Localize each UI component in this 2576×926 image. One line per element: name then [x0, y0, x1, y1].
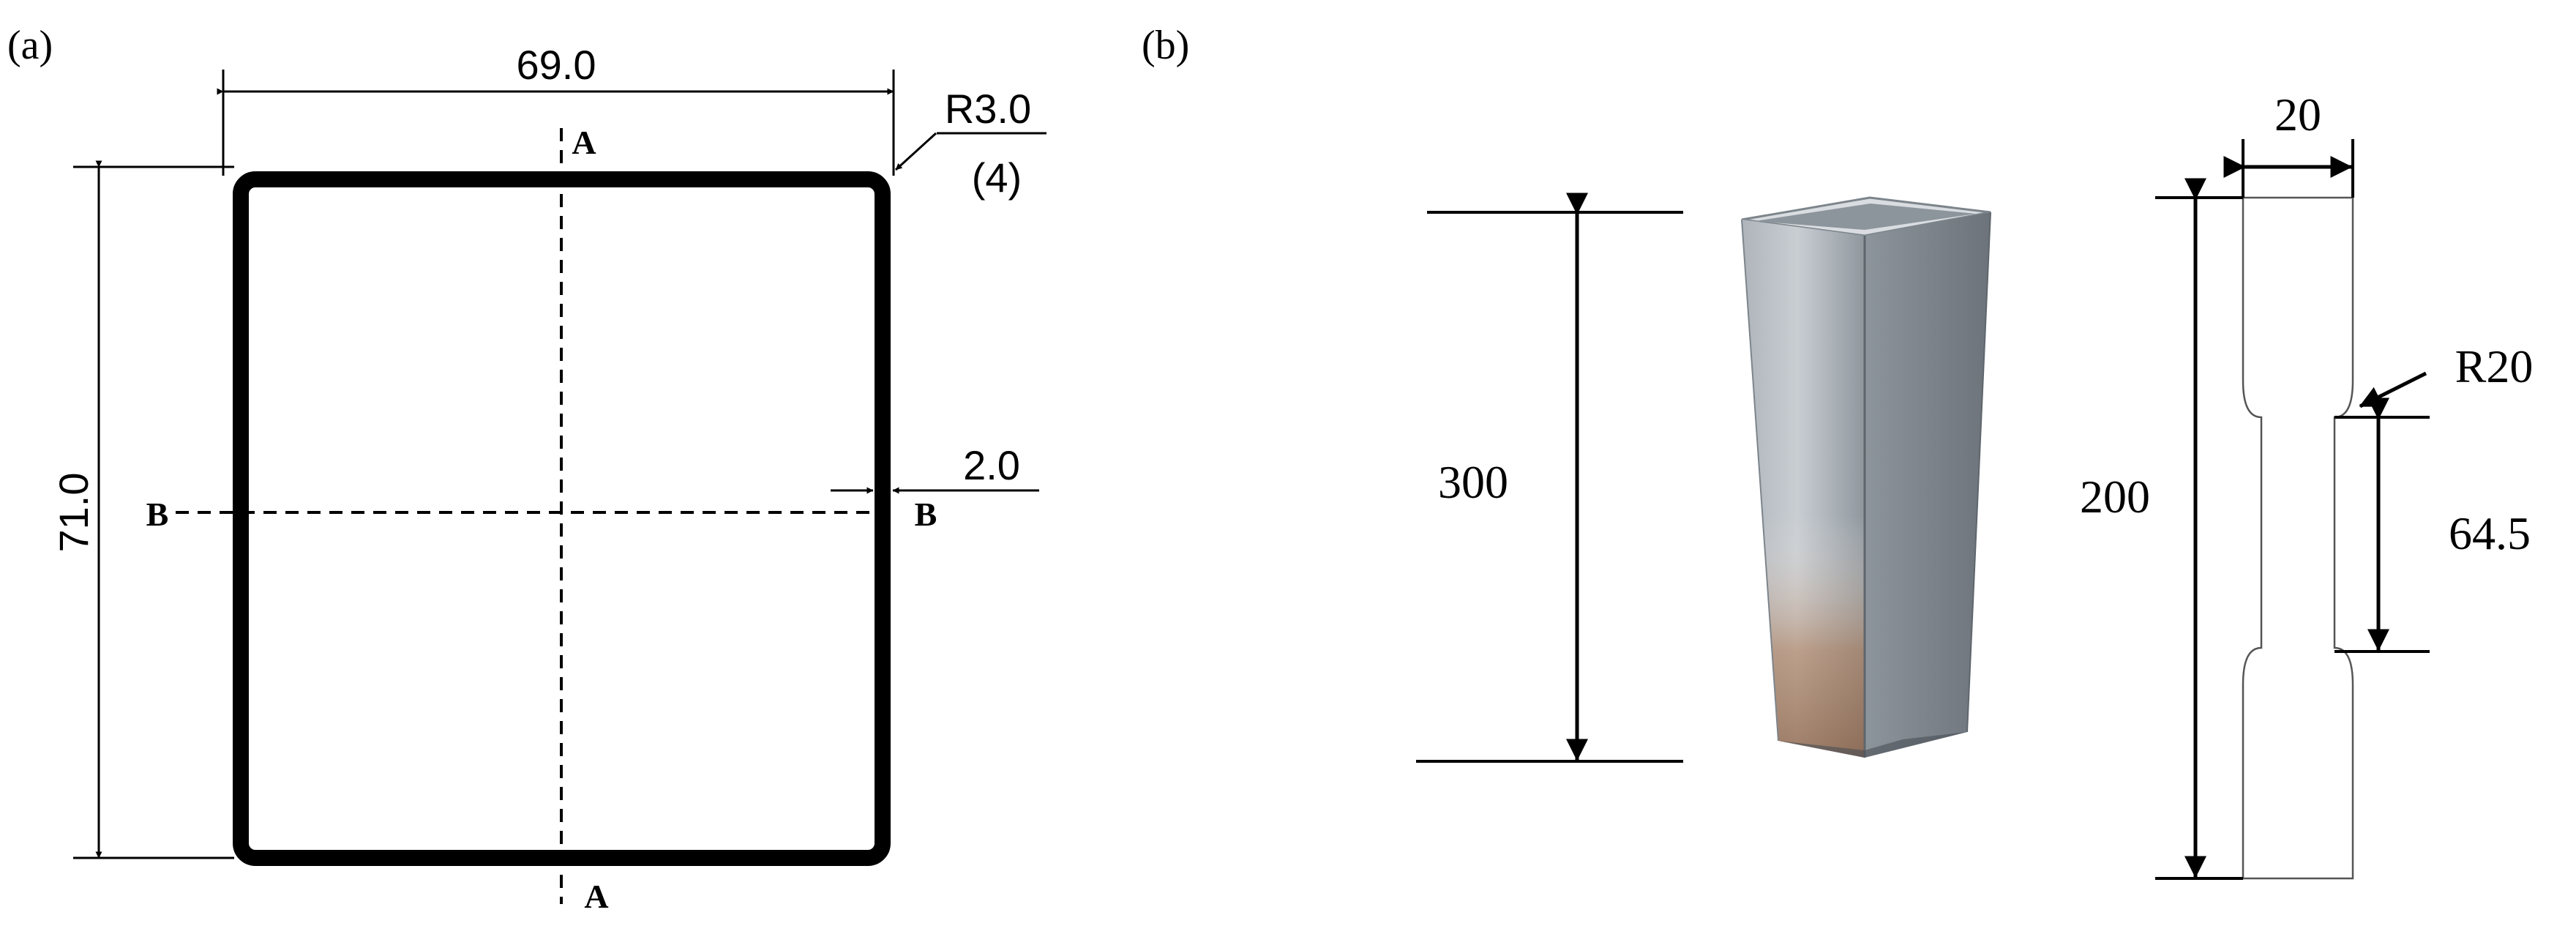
tube-photo: [1741, 196, 1991, 758]
panel-b-label: (b): [1142, 23, 1189, 68]
width-dim-label: 69.0: [517, 42, 596, 88]
panel-a-label: (a): [7, 23, 53, 68]
width-dimension: 69.0: [217, 42, 895, 176]
specimen-width-label: 20: [2274, 89, 2321, 141]
height-dim-label: 71.0: [50, 473, 97, 553]
section-label-b-right: B: [915, 496, 937, 533]
section-label-b-left: B: [146, 496, 169, 533]
tube-length-label: 300: [1438, 456, 1508, 508]
specimen-radius-label: R20: [2455, 340, 2534, 392]
radius-callout: R3.0 (4): [894, 86, 1046, 201]
section-label-a-top: A: [572, 124, 596, 161]
radius-count-label: (4): [972, 154, 1022, 201]
height-dimension: 71.0: [50, 160, 234, 859]
section-label-a-bottom: A: [584, 878, 608, 915]
thickness-dimension: 2.0: [831, 442, 1039, 494]
panel-a: (a) A A B B 69.0 71.0 R3.0 (4): [7, 23, 1046, 915]
specimen-outline: [2242, 196, 2354, 880]
panel-b: (b) 300: [1142, 23, 2534, 880]
tube-length-dimension: 300: [1416, 193, 1683, 763]
radius-dim-label: R3.0: [945, 86, 1031, 132]
thickness-dim-label: 2.0: [963, 442, 1020, 488]
specimen-length-label: 200: [2080, 471, 2150, 523]
gauge-length-label: 64.5: [2449, 507, 2531, 559]
tensile-specimen: 20 200 R20 64.5: [2080, 89, 2534, 880]
